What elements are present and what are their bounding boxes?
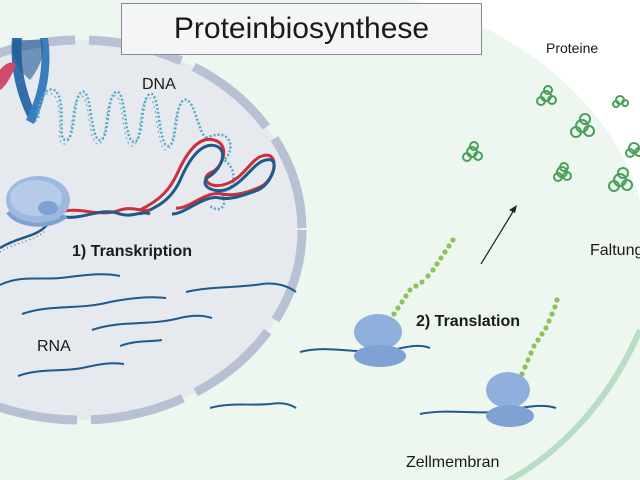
dna-label: DNA [142,76,176,93]
folding-label: Faltung [590,242,640,259]
proteins-label: Proteine [546,40,599,56]
peptide-chain-1 [391,237,456,317]
dna-helix-blue [139,143,276,216]
dna-helix-red [139,137,276,212]
translation-label: 2) Translation [416,313,521,330]
chromosome-icon [0,38,50,124]
nuclear-envelope [0,35,307,425]
nucleus [0,40,302,420]
arrow-icon [480,205,517,265]
folded-proteins [462,85,640,192]
rna-label: RNA [37,338,71,355]
rna-strands-nucleus [0,273,297,377]
ribosome-icon [354,314,406,367]
cell-membrane [503,328,640,480]
page-title: Proteinbiosynthese [121,3,482,55]
rna-polymerase-icon [6,176,70,227]
transcription-label: 1) Transkription [72,243,193,260]
ribosome-icon [486,372,534,427]
peptide-chain-2 [519,297,560,377]
membrane-label: Zellmembran [406,454,500,471]
